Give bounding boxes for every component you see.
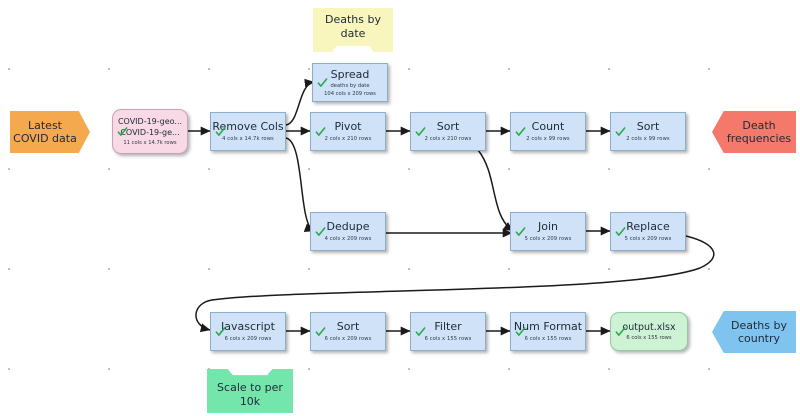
terminal-latest-covid-data[interactable]: Latest COVID data xyxy=(10,111,90,153)
node-pivot[interactable]: Pivot 2 cols x 210 rows xyxy=(310,112,386,151)
node-stats: 2 cols x 99 rows xyxy=(526,136,570,142)
node-stats: 6 cols x 209 rows xyxy=(324,336,372,342)
node-label: Filter xyxy=(434,320,462,333)
terminal-death-frequencies[interactable]: Death frequencies xyxy=(712,111,796,153)
file-name-line2: COVID-19-ge... xyxy=(120,128,180,137)
node-stats: 2 cols x 210 rows xyxy=(324,136,372,142)
check-icon xyxy=(315,226,326,236)
node-label: Replace xyxy=(626,220,670,233)
node-stats: 5 cols x 209 rows xyxy=(624,236,672,242)
node-stats: 6 cols x 155 rows xyxy=(524,336,572,342)
file-name-line1: COVID-19-geo... xyxy=(117,117,183,126)
node-sort-2[interactable]: Sort 2 cols x 99 rows xyxy=(610,112,686,151)
check-icon xyxy=(515,326,526,336)
output-file-name: output.xlsx xyxy=(622,321,676,333)
node-stats: 5 cols x 209 rows xyxy=(524,236,572,242)
node-stats: 4 cols x 209 rows xyxy=(324,236,372,242)
node-spread[interactable]: Spread deaths by date 104 cols x 209 row… xyxy=(312,63,388,102)
check-icon xyxy=(315,326,326,336)
node-label: Spread xyxy=(330,67,370,81)
check-icon xyxy=(215,326,226,336)
node-label: Count xyxy=(531,120,565,133)
node-stats: 2 cols x 210 rows xyxy=(424,136,472,142)
node-note: deaths by date xyxy=(330,82,370,89)
output-file-stats: 6 cols x 155 rows xyxy=(626,334,672,341)
check-icon xyxy=(117,126,128,136)
node-join[interactable]: Join 5 cols x 209 rows xyxy=(510,212,586,251)
terminal-label: Latest COVID data xyxy=(13,119,77,145)
node-replace[interactable]: Replace 5 cols x 209 rows xyxy=(610,212,686,251)
node-label: Sort xyxy=(636,120,660,133)
terminal-label: Deaths by country xyxy=(731,319,787,345)
node-remove-cols[interactable]: Remove Cols 4 cols x 14.7k rows xyxy=(210,112,286,151)
note-scale-per-10k[interactable]: Scale to per 10k xyxy=(207,369,293,413)
node-output-xlsx[interactable]: output.xlsx 6 cols x 155 rows xyxy=(610,312,688,351)
check-icon xyxy=(615,326,626,336)
node-stats: 104 cols x 209 rows xyxy=(324,91,376,97)
file-stats: 11 cols x 14.7k rows xyxy=(123,140,177,146)
check-icon xyxy=(615,226,626,236)
check-icon xyxy=(315,126,326,136)
node-sort-1[interactable]: Sort 2 cols x 210 rows xyxy=(410,112,486,151)
node-javascript[interactable]: Javascript 6 cols x 209 rows xyxy=(210,312,286,351)
node-stats: 4 cols x 14.7k rows xyxy=(222,136,274,142)
node-count[interactable]: Count 2 cols x 99 rows xyxy=(510,112,586,151)
node-stats: 6 cols x 155 rows xyxy=(424,336,472,342)
node-stats: 6 cols x 209 rows xyxy=(224,336,272,342)
check-icon xyxy=(415,126,426,136)
node-stats: 2 cols x 99 rows xyxy=(626,136,670,142)
note-deaths-by-date[interactable]: Deaths by date xyxy=(313,8,393,52)
terminal-deaths-by-country[interactable]: Deaths by country xyxy=(712,311,796,353)
node-dedupe[interactable]: Dedupe 4 cols x 209 rows xyxy=(310,212,386,251)
node-filter[interactable]: Filter 6 cols x 155 rows xyxy=(410,312,486,351)
note-label: Deaths by date xyxy=(325,12,381,40)
node-label: Javascript xyxy=(221,320,275,333)
check-icon xyxy=(317,77,328,87)
node-label: Num Format xyxy=(513,320,583,333)
node-num-format[interactable]: Num Format 6 cols x 155 rows xyxy=(510,312,586,351)
check-icon xyxy=(515,126,526,136)
terminal-label: Death frequencies xyxy=(726,119,792,145)
node-label: Sort xyxy=(436,120,460,133)
note-label: Scale to per 10k xyxy=(217,380,283,408)
node-label: Sort xyxy=(336,320,360,333)
node-label: Pivot xyxy=(334,120,362,133)
check-icon xyxy=(615,126,626,136)
node-covid-source-file[interactable]: COVID-19-geo... COVID-19-ge... 11 cols x… xyxy=(112,109,188,154)
node-label: Dedupe xyxy=(326,220,370,233)
check-icon xyxy=(515,226,526,236)
check-icon xyxy=(215,126,226,136)
node-label: Remove Cols xyxy=(212,120,284,133)
node-sort-3[interactable]: Sort 6 cols x 209 rows xyxy=(310,312,386,351)
node-label: Join xyxy=(537,220,558,233)
check-icon xyxy=(415,326,426,336)
edge-sort1-join xyxy=(477,149,514,232)
